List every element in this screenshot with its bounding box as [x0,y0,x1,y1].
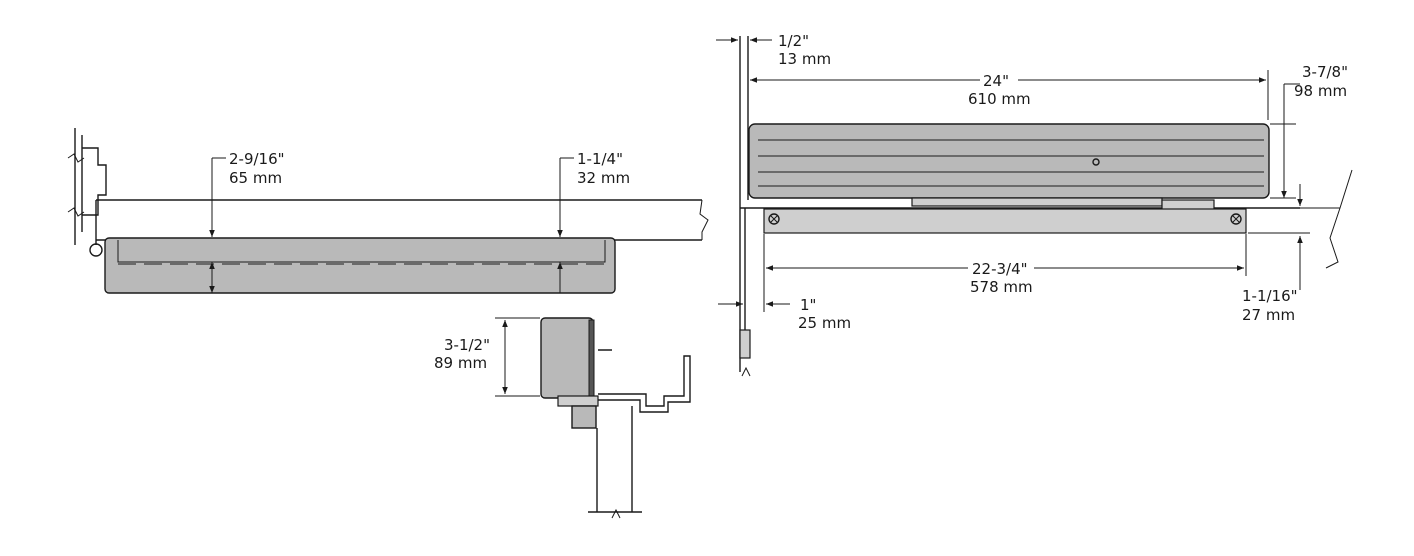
closer-body-top [104,237,616,294]
section-bracket [598,349,691,413]
frame-stop [739,329,751,359]
dim-22-3-4-in: 22-3/4" [972,260,1028,278]
closer-screw [1092,158,1100,166]
closer-inner-outline [117,240,606,263]
closer-arm [911,197,1163,207]
dim-3-7-8-mm: 98 mm [1294,82,1347,100]
dim-1-2-in: 1/2" [778,32,809,50]
dim-1-2-mm: 13 mm [778,50,831,68]
jamb-break-marks [67,153,85,217]
dim-24-mm: 610 mm [968,90,1031,108]
frame-jamb [74,128,107,245]
dim-22-3-4-mm: 578 mm [970,278,1033,296]
dim-1-1-4-in: 1-1/4" [577,150,623,168]
front-frame [739,36,1300,372]
dim-1-mm: 25 mm [798,314,851,332]
plate-screw-right [1230,213,1242,225]
closer-cover-edge [588,319,595,397]
hinge-pin [89,243,103,257]
dim-1-in: 1" [800,296,816,314]
top-view: 2-9/16" 65 mm 1-1/4" 32 mm [67,128,709,294]
wall-break-line [1300,169,1353,269]
closer-body-section [540,317,594,399]
dim-1-1-16-mm: 27 mm [1242,306,1295,324]
dim-2-9-16-mm: 65 mm [229,169,282,187]
dim-24-in: 24" [983,72,1009,90]
front-view: 1/2" 13 mm 24" 610 mm 3-7/8" 98 mm 22-3/… [716,32,1353,377]
section-mount-block [557,395,599,407]
dim-1-1-16-in: 1-1/16" [1242,287,1298,305]
mounting-plate [763,208,1247,234]
section-shoe [571,405,597,429]
section-view: 3-1/2" 89 mm [434,317,691,519]
closer-body-front [748,123,1270,199]
dim-3-1-2-mm: 89 mm [434,354,487,372]
dim-3-1-2-in: 3-1/2" [444,336,490,354]
plate-screw-left [768,213,780,225]
door-break-mark [699,199,709,240]
closer-ribs [758,139,1264,187]
dim-2-9-16-in: 2-9/16" [229,150,285,168]
dim-3-7-8-in: 3-7/8" [1302,63,1348,81]
dim-1-1-4-mm: 32 mm [577,169,630,187]
